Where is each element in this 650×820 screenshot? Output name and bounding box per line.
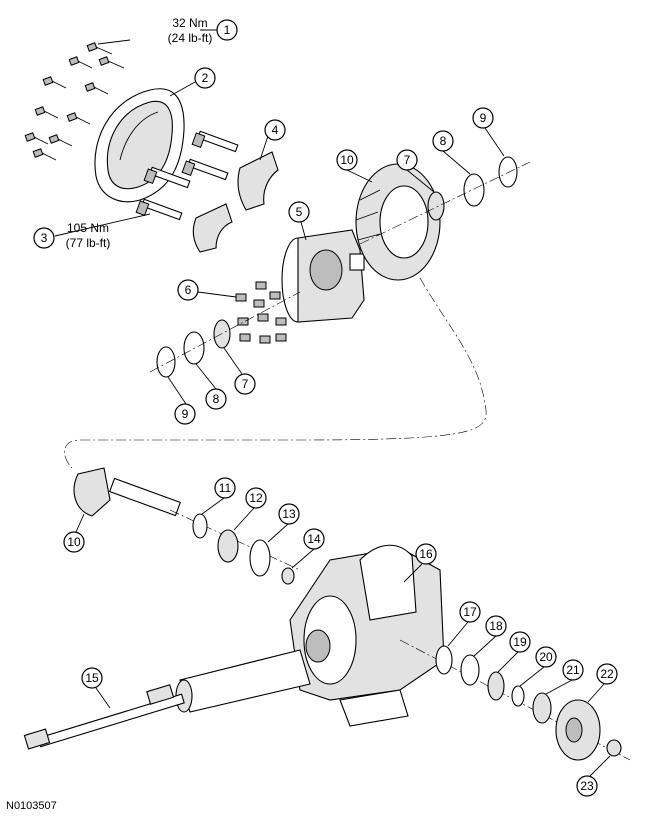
gear-mesh-path — [64, 277, 487, 469]
callout-21: 21 — [562, 659, 584, 681]
callout-23: 23 — [576, 775, 598, 797]
pinion-stack — [192, 513, 295, 585]
callout-22: 22 — [596, 663, 618, 685]
right-bearing-stack — [359, 156, 531, 245]
svg-text:13: 13 — [282, 507, 296, 521]
pinion-gear — [73, 467, 301, 571]
svg-text:4: 4 — [272, 123, 279, 137]
svg-text:21: 21 — [566, 663, 580, 677]
callout-12: 12 — [245, 487, 267, 509]
callout-6: 6 — [177, 279, 199, 301]
callout-13: 13 — [278, 503, 300, 525]
torque-label-1: 32 Nm (24 lb-ft) — [168, 16, 213, 45]
svg-text:10: 10 — [340, 153, 354, 167]
callout-20: 20 — [535, 646, 557, 668]
bearing-caps — [192, 151, 279, 253]
svg-text:9: 9 — [480, 111, 487, 125]
callout-2: 2 — [194, 67, 216, 89]
svg-text:32 Nm: 32 Nm — [172, 16, 207, 30]
output-stack — [399, 639, 631, 761]
callout-18: 18 — [485, 615, 507, 637]
halfshaft — [23, 684, 185, 750]
svg-text:18: 18 — [489, 619, 503, 633]
callout-7-lower: 7 — [234, 373, 256, 395]
svg-text:105 Nm: 105 Nm — [67, 221, 109, 235]
svg-text:6: 6 — [185, 283, 192, 297]
svg-text:1: 1 — [224, 23, 231, 37]
svg-text:22: 22 — [600, 667, 614, 681]
bearing-cap-bolts — [135, 130, 239, 221]
svg-text:7: 7 — [242, 377, 249, 391]
cover-bolts — [24, 42, 125, 161]
svg-text:5: 5 — [296, 205, 303, 219]
callout-10-upper: 10 — [336, 149, 358, 171]
axle-housing — [175, 544, 445, 727]
callout-9-upper: 9 — [472, 107, 494, 129]
svg-text:15: 15 — [85, 671, 99, 685]
svg-text:2: 2 — [202, 71, 209, 85]
svg-text:10: 10 — [67, 535, 81, 549]
svg-text:14: 14 — [307, 532, 321, 546]
ring-gear — [355, 163, 441, 281]
callout-3: 3 — [33, 227, 55, 249]
callout-1: 1 — [216, 19, 238, 41]
callout-5: 5 — [288, 201, 310, 223]
differential-cover — [94, 88, 185, 203]
torque-label-3: 105 Nm (77 lb-ft) — [66, 221, 111, 250]
svg-text:17: 17 — [463, 605, 477, 619]
svg-text:19: 19 — [513, 635, 527, 649]
svg-text:11: 11 — [219, 481, 232, 495]
callout-16: 16 — [415, 543, 437, 565]
callout-11: 11 — [214, 477, 236, 499]
svg-text:23: 23 — [580, 779, 594, 793]
svg-text:16: 16 — [419, 547, 433, 561]
figure-id: N0103507 — [6, 800, 57, 812]
callout-17: 17 — [459, 601, 481, 623]
callout-15: 15 — [81, 667, 103, 689]
svg-text:8: 8 — [213, 392, 220, 406]
svg-text:12: 12 — [249, 491, 263, 505]
differential-case — [281, 229, 365, 323]
svg-text:20: 20 — [539, 650, 553, 664]
callout-4: 4 — [264, 119, 286, 141]
callout-8-upper: 8 — [432, 130, 454, 152]
callout-14: 14 — [303, 528, 325, 550]
callout-10-lower: 10 — [63, 531, 85, 553]
svg-text:7: 7 — [404, 153, 411, 167]
callout-7-upper: 7 — [396, 149, 418, 171]
svg-text:(77 lb-ft): (77 lb-ft) — [66, 236, 111, 250]
left-bearing-stack — [149, 291, 301, 378]
svg-text:8: 8 — [440, 134, 447, 148]
callout-9-lower: 9 — [174, 403, 196, 425]
svg-text:3: 3 — [41, 231, 48, 245]
callout-8-lower: 8 — [205, 388, 227, 410]
svg-text:(24 lb-ft): (24 lb-ft) — [168, 31, 213, 45]
ring-gear-bolts — [235, 281, 287, 344]
callout-19: 19 — [509, 631, 531, 653]
svg-text:9: 9 — [182, 407, 189, 421]
callout-leaders — [54, 29, 611, 777]
